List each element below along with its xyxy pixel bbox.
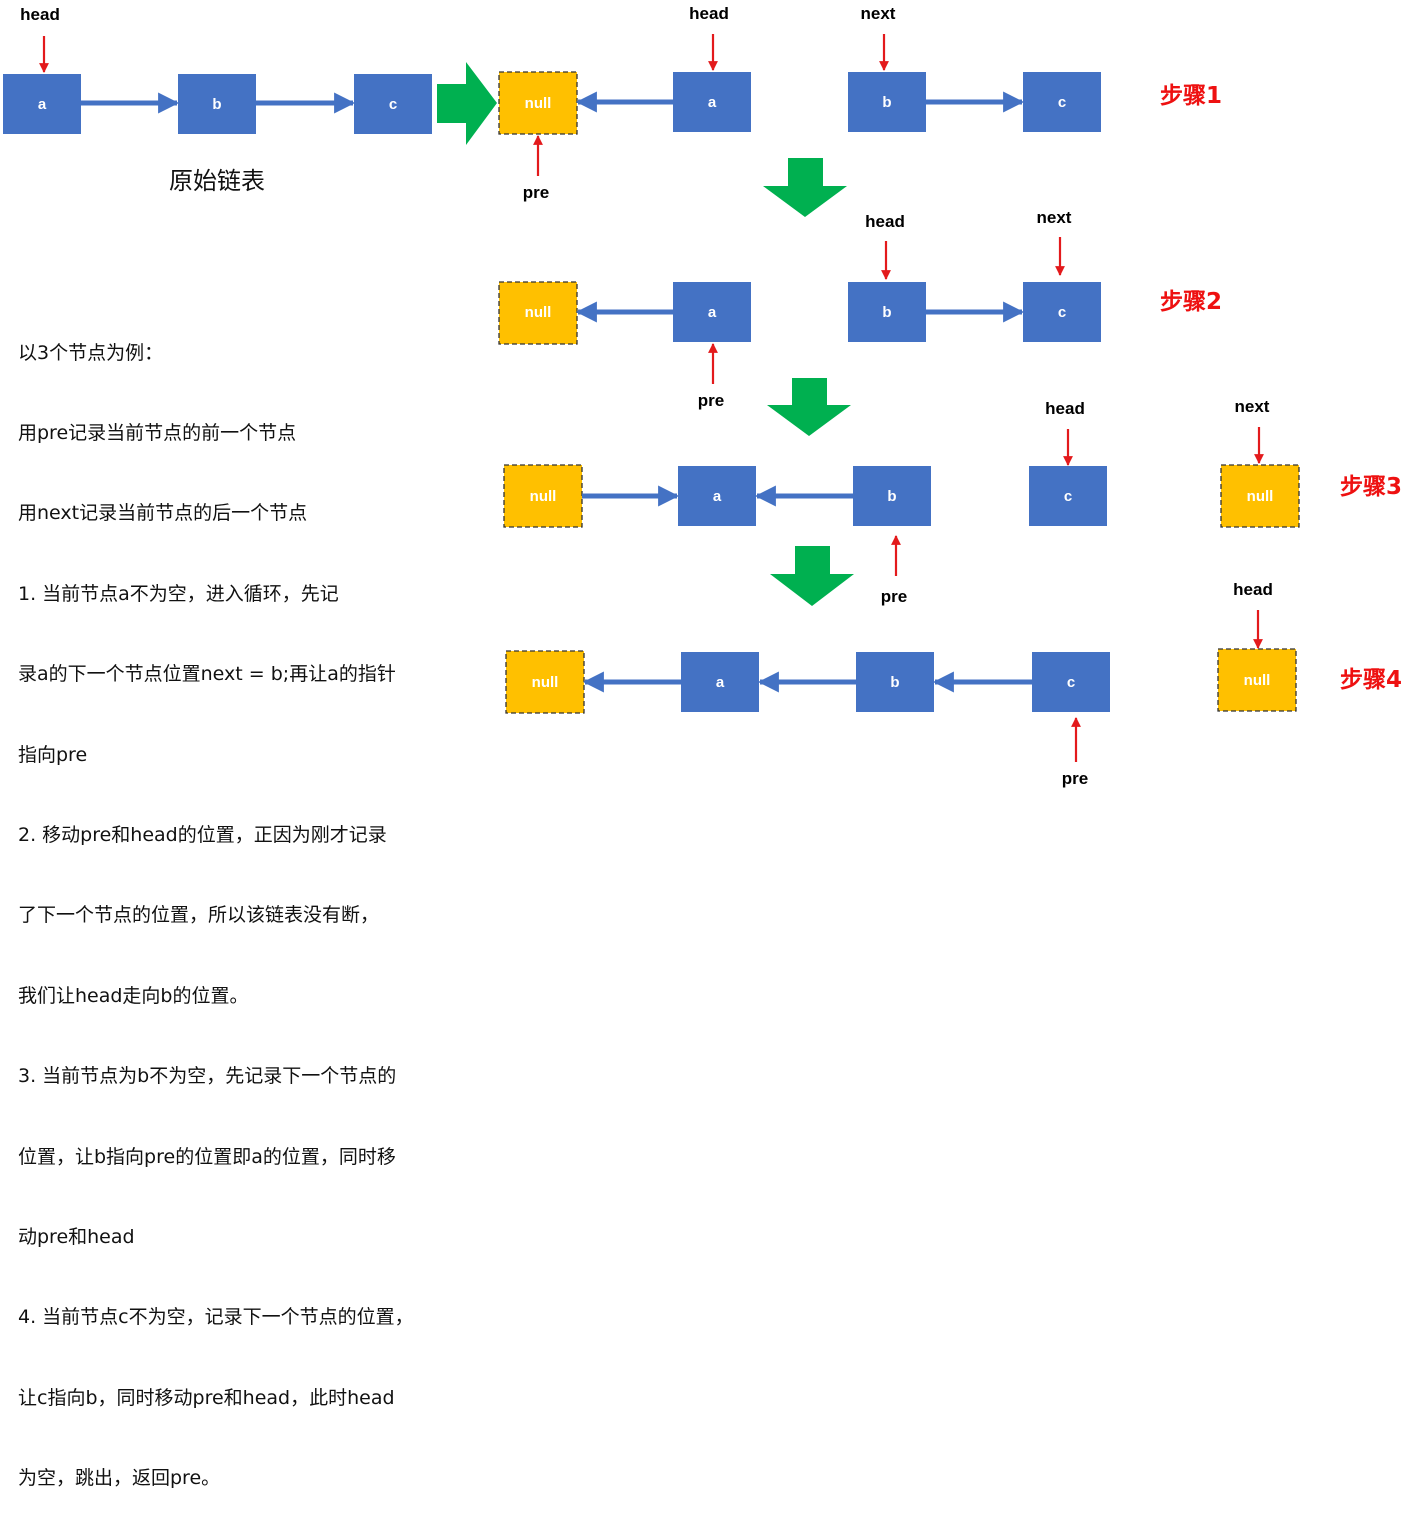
pointer-label: next	[1235, 397, 1270, 416]
node-box	[853, 466, 931, 526]
step-label: 步骤3	[1340, 474, 1402, 500]
node-box	[856, 652, 934, 712]
pointer-label: head	[1233, 580, 1273, 599]
node-label: null	[525, 304, 552, 321]
node-box	[678, 466, 756, 526]
step-label: 步骤1	[1160, 83, 1222, 109]
pointer-label: pre	[1062, 769, 1088, 788]
row-original: a b c head 原始链表	[3, 5, 432, 195]
node-label: null	[525, 95, 552, 112]
pointer-label: pre	[523, 183, 549, 202]
null-node-box	[1220, 464, 1300, 528]
explanation-line: 了下一个节点的位置，所以该链表没有断，	[18, 904, 380, 927]
transition-arrow-down	[767, 378, 851, 436]
node-label: c	[1067, 674, 1075, 691]
pointer-label: head	[1045, 399, 1085, 418]
node-label: null	[532, 674, 559, 691]
transition-arrow-down	[770, 546, 854, 606]
node-label: a	[708, 304, 717, 321]
pointer-label: pre	[698, 391, 724, 410]
null-node-box	[1217, 648, 1297, 712]
node-box	[3, 74, 81, 134]
explanation-line: 用next记录当前节点的后一个节点	[18, 502, 308, 525]
diagram-canvas: a b c head 原始链表 null a b c head next pre…	[3, 4, 1402, 788]
explanation-line: 以3个节点为例：	[18, 341, 164, 364]
transition-arrow-down	[763, 158, 847, 217]
node-label: c	[1064, 488, 1072, 505]
explanation-line: 3. 当前节点为b不为空，先记录下一个节点的	[18, 1065, 397, 1088]
null-node-box	[505, 650, 585, 714]
explanation-line: 为空，跳出，返回pre。	[18, 1467, 221, 1490]
node-label: a	[713, 488, 722, 505]
explanation-line: 1. 当前节点a不为空，进入循环，先记	[18, 582, 339, 605]
explanation-line: 2. 移动pre和head的位置，正因为刚才记录	[18, 823, 387, 846]
pointer-label: head	[865, 212, 905, 231]
node-label: b	[887, 488, 896, 505]
explanation-line: 4. 当前节点c不为空，记录下一个节点的位置，	[18, 1306, 414, 1329]
node-label: c	[1058, 94, 1066, 111]
pointer-label: next	[1037, 208, 1072, 227]
explanation-line: 让c指向b，同时移动pre和head，此时head	[18, 1386, 395, 1409]
explanation-line: 用pre记录当前节点的前一个节点	[18, 421, 297, 444]
pointer-label: pre	[881, 587, 907, 606]
explanation-line: 我们让head走向b的位置。	[18, 984, 249, 1007]
node-label: b	[890, 674, 899, 691]
pointer-label: head	[20, 5, 60, 24]
node-label: null	[1247, 488, 1274, 505]
node-box	[1029, 466, 1107, 526]
node-box	[673, 72, 751, 132]
node-label: c	[1058, 304, 1066, 321]
explanation-line: 指向pre	[18, 743, 88, 766]
node-box	[848, 282, 926, 342]
node-label: b	[882, 304, 891, 321]
row-step-4: null a b c null head pre 步骤4	[505, 580, 1402, 788]
caption: 原始链表	[169, 167, 265, 195]
node-box	[1032, 652, 1110, 712]
node-box	[681, 652, 759, 712]
node-label: b	[882, 94, 891, 111]
linked-list-reversal-diagram: a b c head 原始链表 null a b c head next pre…	[3, 4, 1402, 1489]
transition-arrow-right	[437, 62, 497, 145]
node-label: c	[389, 96, 397, 113]
explanation-line: 录a的下一个节点位置next = b;再让a的指针	[18, 663, 396, 686]
null-node-box	[503, 464, 583, 528]
node-label: a	[708, 94, 717, 111]
explanation-line: 位置，让b指向pre的位置即a的位置，同时移	[18, 1145, 396, 1168]
explanation-line: 动pre和head	[18, 1225, 135, 1248]
node-box	[673, 282, 751, 342]
row-step-2: null a b c head next pre 步骤2	[498, 208, 1222, 410]
node-box	[354, 74, 432, 134]
node-label: b	[212, 96, 221, 113]
row-step-3: null a b c null head next pre 步骤3	[503, 397, 1402, 606]
step-label: 步骤4	[1340, 667, 1402, 693]
node-box	[1023, 282, 1101, 342]
row-step-1: null a b c head next pre 步骤1	[498, 4, 1222, 202]
explanation-text: 以3个节点为例： 用pre记录当前节点的前一个节点 用next记录当前节点的后一…	[18, 286, 508, 1519]
node-label: null	[530, 488, 557, 505]
node-box	[848, 72, 926, 132]
node-label: null	[1244, 672, 1271, 689]
step-label: 步骤2	[1160, 289, 1222, 315]
node-label: a	[38, 96, 47, 113]
node-box	[1023, 72, 1101, 132]
node-label: a	[716, 674, 725, 691]
node-box	[178, 74, 256, 134]
pointer-label: next	[861, 4, 896, 23]
pointer-label: head	[689, 4, 729, 23]
